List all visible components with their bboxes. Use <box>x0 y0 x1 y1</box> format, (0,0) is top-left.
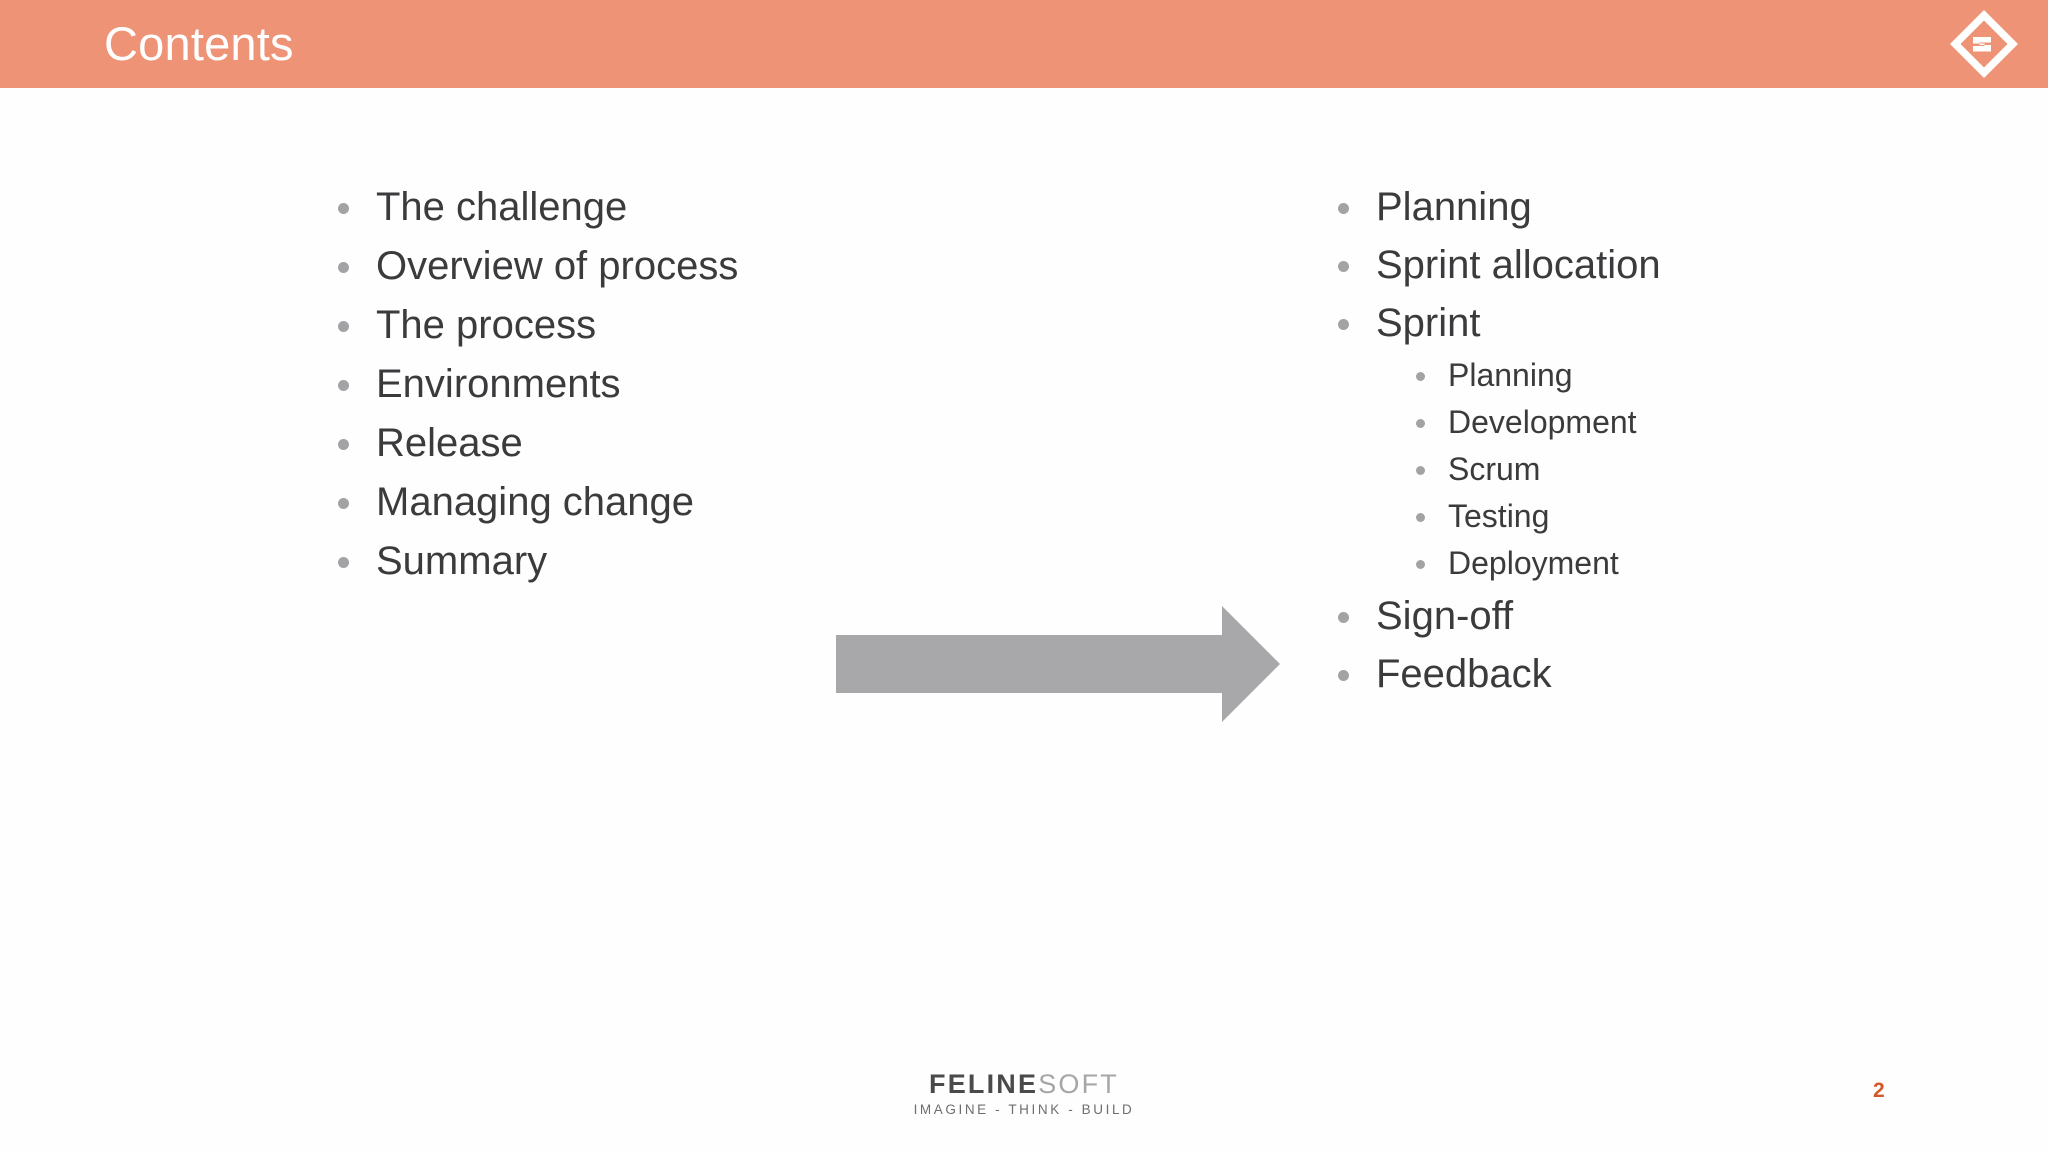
process-flow-arrow-icon <box>836 606 1280 722</box>
list-item-label: Sprint <box>1376 301 1481 345</box>
brand-tagline: IMAGINE - THINK - BUILD <box>913 1102 1135 1117</box>
list-item[interactable]: Planning <box>1330 178 1950 236</box>
list-item-label: Planning <box>1376 185 1532 229</box>
feline-soft-diamond-logo-icon <box>1946 6 2022 82</box>
sprint-sub-list: Planning Development Scrum Testing Deplo… <box>1330 352 1950 587</box>
bullet-dot-icon <box>1416 372 1425 381</box>
bullet-dot-icon <box>1338 319 1349 330</box>
bullet-dot-icon <box>338 439 349 450</box>
list-item[interactable]: The challenge <box>330 178 850 237</box>
bullet-dot-icon <box>338 321 349 332</box>
contents-left-column: The challenge Overview of process The pr… <box>330 88 850 591</box>
contents-right-column: Planning Sprint allocation Sprint Planni… <box>1330 88 1950 703</box>
list-item-label: Summary <box>376 539 548 583</box>
bullet-dot-icon <box>338 498 349 509</box>
right-bullet-list-tail: Sign-off Feedback <box>1330 587 1950 703</box>
bullet-dot-icon <box>338 203 349 214</box>
list-item-label: Managing change <box>376 480 695 524</box>
list-item[interactable]: Environments <box>330 355 850 414</box>
list-item[interactable]: Deployment <box>1408 540 1950 587</box>
list-item-label: Sprint allocation <box>1376 243 1661 287</box>
list-item[interactable]: Testing <box>1408 493 1950 540</box>
list-item-label: The challenge <box>376 185 628 229</box>
list-item[interactable]: Development <box>1408 399 1950 446</box>
bullet-dot-icon <box>1416 466 1425 475</box>
bullet-dot-icon <box>338 557 349 568</box>
list-item-label: Sign-off <box>1376 594 1514 638</box>
list-item[interactable]: Sprint <box>1330 294 1950 352</box>
list-item-label: Development <box>1448 404 1637 440</box>
list-item-label: Scrum <box>1448 451 1541 487</box>
list-item[interactable]: Managing change <box>330 473 850 532</box>
footer-brand-logo: FELINESOFT IMAGINE - THINK - BUILD <box>0 1068 2048 1120</box>
list-item[interactable]: Sign-off <box>1330 587 1950 645</box>
page-title: Contents <box>104 17 294 70</box>
bullet-dot-icon <box>1416 560 1425 569</box>
list-item[interactable]: Summary <box>330 532 850 591</box>
bullet-dot-icon <box>1338 261 1349 272</box>
list-item[interactable]: The process <box>330 296 850 355</box>
list-item[interactable]: Scrum <box>1408 446 1950 493</box>
brand-wordmark: FELINESOFT <box>0 1068 2048 1100</box>
bullet-dot-icon <box>1338 612 1349 623</box>
list-item-label: Testing <box>1448 498 1550 534</box>
bullet-dot-icon <box>338 262 349 273</box>
brand-wordmark-light: SOFT <box>1038 1069 1119 1099</box>
list-item-label: Deployment <box>1448 545 1619 581</box>
list-item[interactable]: Sprint allocation <box>1330 236 1950 294</box>
list-item-label: Release <box>376 421 523 465</box>
bullet-dot-icon <box>1338 670 1349 681</box>
bullet-dot-icon <box>1416 513 1425 522</box>
brand-wordmark-strong: FELINE <box>929 1069 1039 1099</box>
bullet-dot-icon <box>338 380 349 391</box>
bullet-dot-icon <box>1416 419 1425 428</box>
list-item-label: Planning <box>1448 357 1573 393</box>
slide-content: The challenge Overview of process The pr… <box>0 88 2048 1068</box>
list-item[interactable]: Release <box>330 414 850 473</box>
list-item-label: Environments <box>376 362 621 406</box>
left-bullet-list: The challenge Overview of process The pr… <box>330 178 850 591</box>
bullet-dot-icon <box>1338 203 1349 214</box>
list-item[interactable]: Planning <box>1408 352 1950 399</box>
right-bullet-list: Planning Sprint allocation Sprint <box>1330 178 1950 352</box>
list-item[interactable]: Feedback <box>1330 645 1950 703</box>
slide-header-bar <box>0 0 2048 88</box>
list-item-label: The process <box>376 303 597 347</box>
list-item[interactable]: Overview of process <box>330 237 850 296</box>
list-item-label: Overview of process <box>376 244 739 288</box>
page-number: 2 <box>1873 1079 1885 1102</box>
list-item-label: Feedback <box>1376 652 1552 696</box>
